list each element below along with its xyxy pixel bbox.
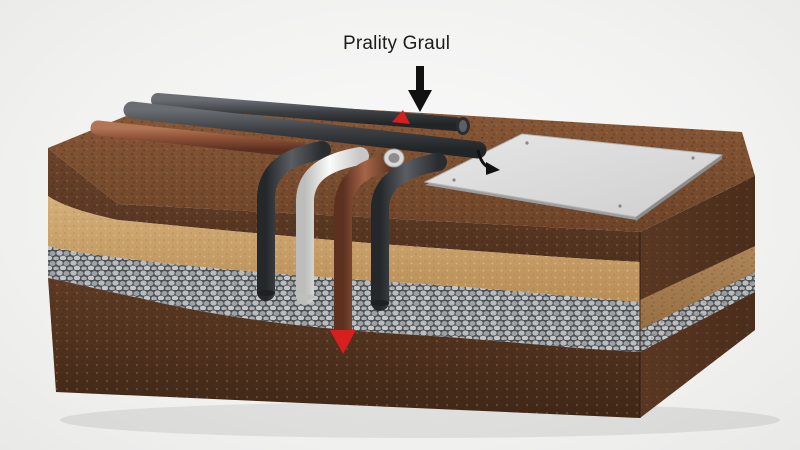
concrete-slab bbox=[423, 133, 724, 221]
block-side-face bbox=[640, 168, 755, 418]
pipe-top-copper bbox=[90, 120, 308, 158]
pipe-vertical-white bbox=[296, 147, 369, 305]
flow-arrow-icon bbox=[476, 149, 500, 175]
down-arrow-icon bbox=[408, 66, 432, 112]
red-down-arrow-icon bbox=[330, 330, 356, 354]
pipe-vertical-dark-left bbox=[257, 141, 331, 301]
pipe-vertical-copper bbox=[334, 153, 401, 339]
pipe-vertical-dark-right bbox=[371, 153, 447, 311]
pipe-cap-white bbox=[383, 148, 405, 168]
red-triangle-icon bbox=[392, 110, 410, 124]
pipe-top-dark-middle bbox=[123, 101, 487, 159]
diagram-label: Prality Graul bbox=[343, 33, 451, 54]
